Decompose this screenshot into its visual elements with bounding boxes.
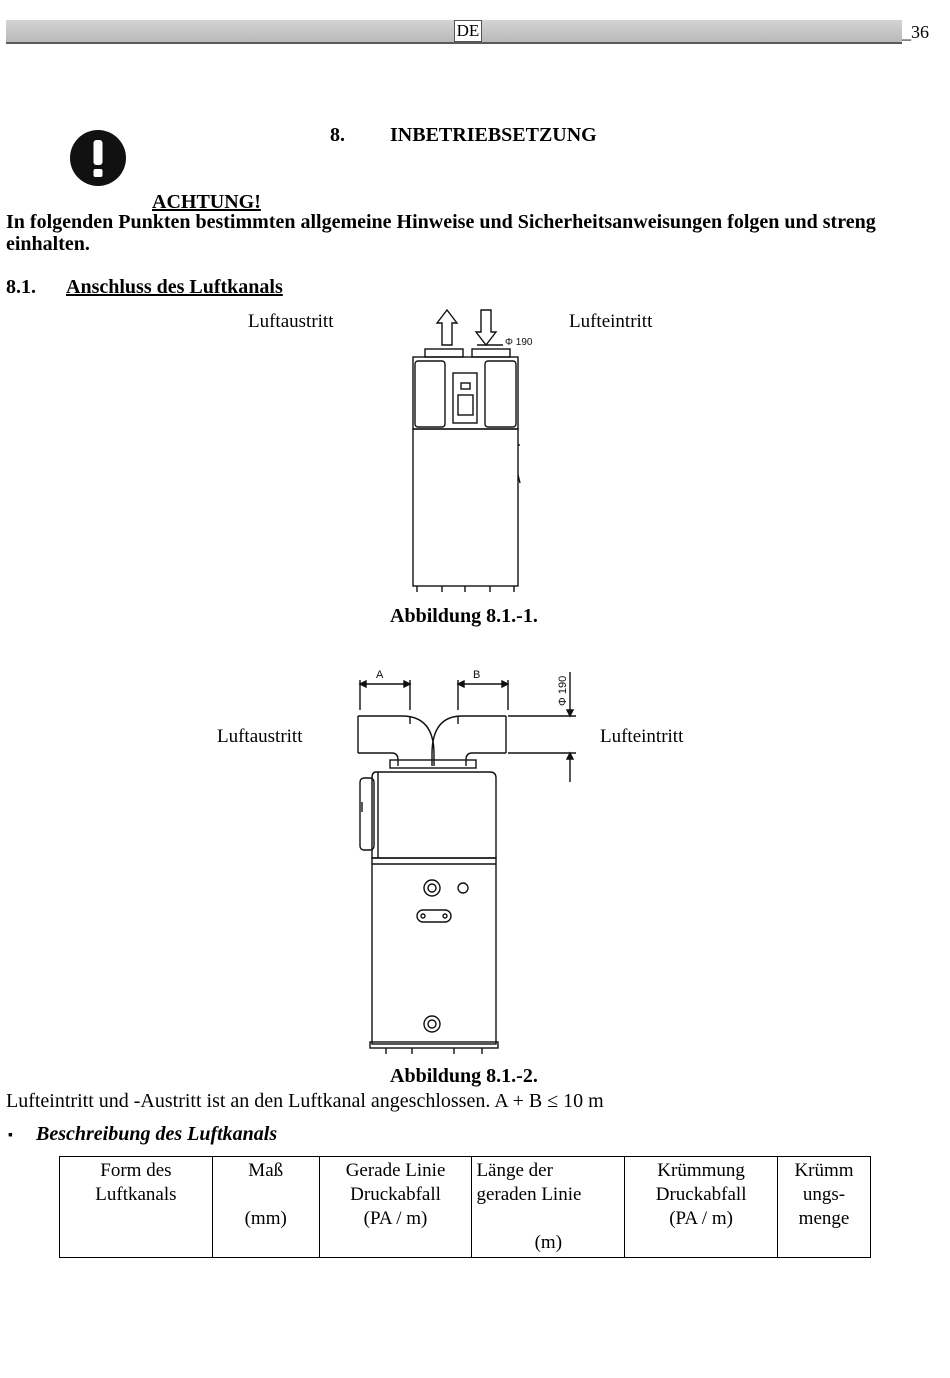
table-header-straight-pressure-drop: Gerade Linie Druckabfall (PA / m) xyxy=(318,1156,473,1258)
figure1-caption: Abbildung 8.1.-1. xyxy=(390,605,538,627)
warning-text: In folgenden Punkten bestimmten allgemei… xyxy=(6,211,876,255)
figure2-drawing: A B Φ 190 xyxy=(357,669,576,1054)
section-number: 8.1. xyxy=(6,276,36,298)
table-header-bend-pressure-drop: Krümmung Druckabfall (PA / m) xyxy=(624,1156,779,1258)
figure2-label-inlet: Lufteintritt xyxy=(600,726,684,747)
figure1-label-outlet: Luftaustritt xyxy=(248,311,334,332)
body-text: Lufteintritt und -Austritt ist an den Lu… xyxy=(6,1090,604,1112)
figure2-dim-a: A xyxy=(376,669,384,681)
table-header-bend-count: Krümm ungs- menge xyxy=(777,1156,871,1258)
duct-table: Form des Luftkanals Maß (mm) Gerade Lini… xyxy=(59,1156,871,1258)
section-title: Anschluss des Luftkanals xyxy=(66,276,283,298)
page-number: _36 xyxy=(902,22,929,42)
figure2-dim-b: B xyxy=(473,669,480,681)
figure1-label-inlet: Lufteintritt xyxy=(569,311,653,332)
figure2-dim-phi: Φ 190 xyxy=(557,676,569,706)
table-header-shape: Form des Luftkanals xyxy=(59,1156,213,1258)
table-header-dimension: Maß (mm) xyxy=(211,1156,320,1258)
figure2-label-outlet: Luftaustritt xyxy=(217,726,303,747)
figure2-caption: Abbildung 8.1.-2. xyxy=(390,1065,538,1087)
warning-title: ACHTUNG! xyxy=(152,191,261,213)
header-language: DE xyxy=(454,20,482,42)
figure1-drawing: Φ 190 xyxy=(412,308,533,592)
figure1-dim-label: Φ 190 xyxy=(505,337,533,348)
table-header-row: Form des Luftkanals Maß (mm) Gerade Lini… xyxy=(59,1156,871,1258)
chapter-title: INBETRIEBSETZUNG xyxy=(390,124,597,146)
description-title: Beschreibung des Luftkanals xyxy=(36,1123,278,1145)
chapter-number: 8. xyxy=(330,124,345,146)
bullet-icon: ▪ xyxy=(8,1128,13,1143)
table-header-straight-length: Länge der geraden Linie (m) xyxy=(471,1156,626,1258)
exclamation-icon xyxy=(70,130,126,186)
